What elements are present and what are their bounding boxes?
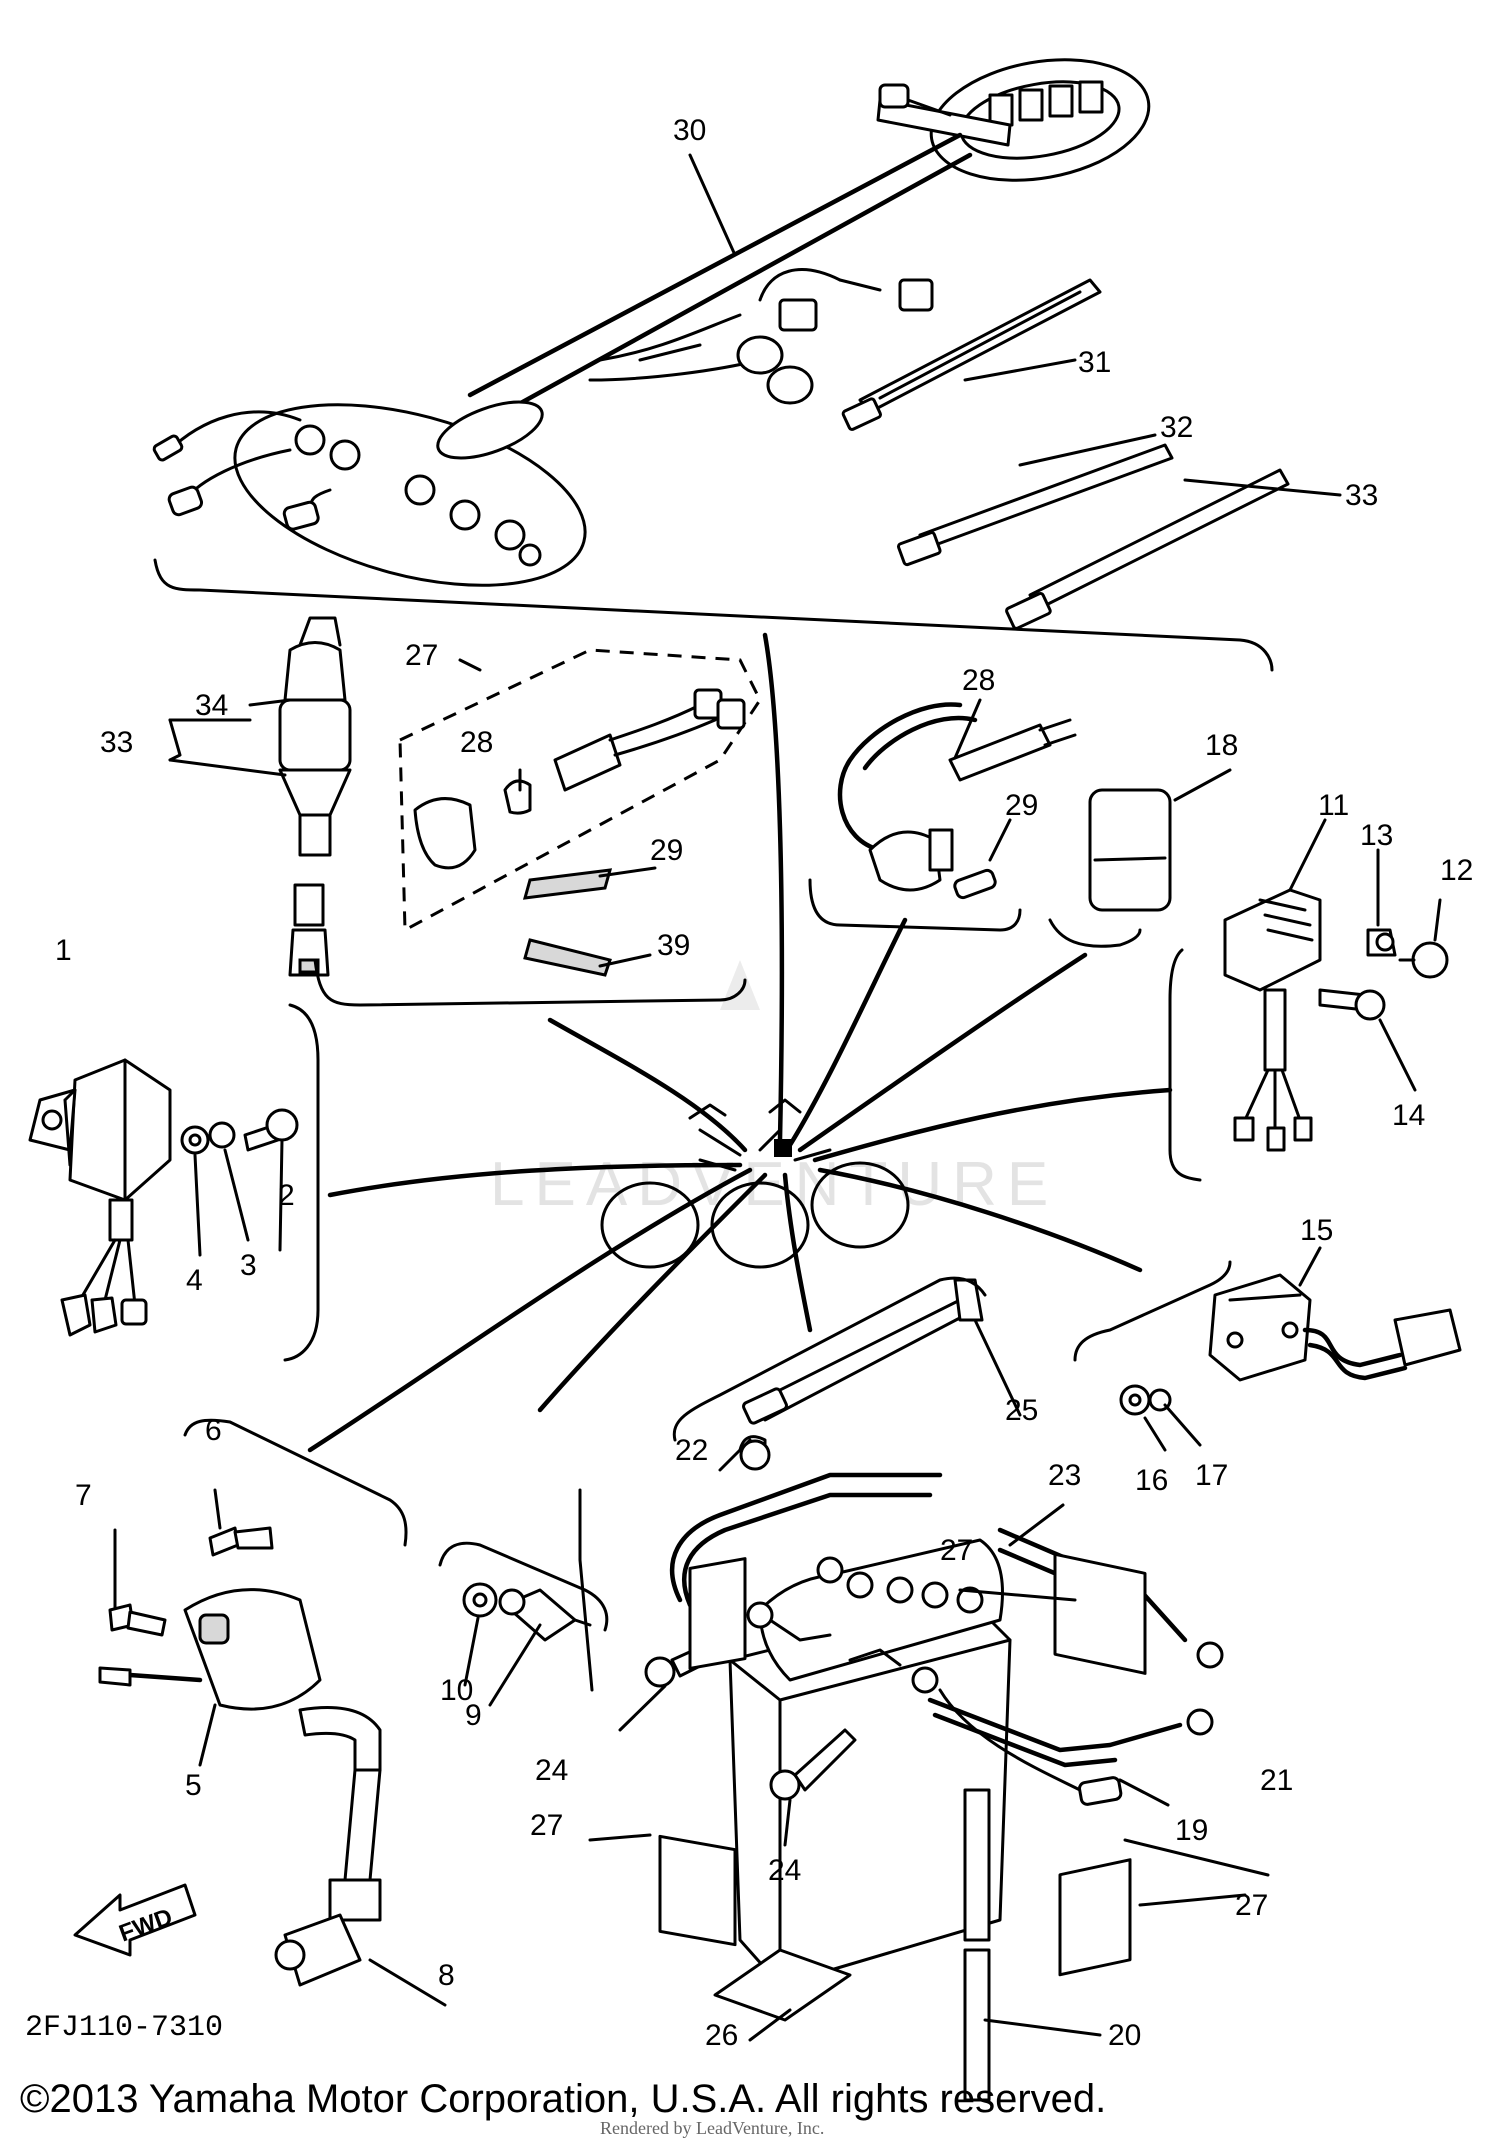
callout-36: 33 xyxy=(1345,479,1378,512)
callout-37: 33 xyxy=(100,726,133,759)
callout-5: 5 xyxy=(185,1769,202,1802)
callout-18: 18 xyxy=(1205,729,1238,762)
callout-22: 22 xyxy=(675,1434,708,1467)
callout-34: 31 xyxy=(1078,346,1111,379)
coil-bracket xyxy=(183,1418,408,1547)
battery-bolts xyxy=(644,1643,857,1801)
callout-28: 28 xyxy=(962,664,995,697)
fitting-bracket xyxy=(438,1541,609,1632)
harness-routing xyxy=(307,632,1173,1453)
callout-4: 4 xyxy=(186,1264,203,1297)
cdi-unit xyxy=(28,1058,299,1337)
callout-27b: 27 xyxy=(530,1809,563,1842)
callout-17: 17 xyxy=(1195,1459,1228,1492)
callout-19: 19 xyxy=(1175,1814,1208,1847)
callout-3: 3 xyxy=(240,1249,257,1282)
diagram-code: 2FJ110-7310 xyxy=(25,2011,223,2045)
callout-35: 32 xyxy=(1160,411,1193,444)
starter-relay-wire xyxy=(837,702,1077,900)
watermark: LEADVENTURE xyxy=(490,960,1048,1219)
relay-bracket-2 xyxy=(1073,1260,1232,1362)
cap-indicator-assembly xyxy=(398,648,762,977)
callout-38: 34 xyxy=(195,689,228,722)
battery-band xyxy=(742,1278,984,1425)
cable-ties xyxy=(841,278,1290,630)
cdi-bracket xyxy=(283,1003,320,1362)
callout-9: 9 xyxy=(465,1699,482,1732)
callout-15: 15 xyxy=(1300,1214,1333,1247)
callout-labels: 30 31 32 33 27 34 33 28 29 39 28 29 18 1… xyxy=(55,114,1473,2052)
main-switch xyxy=(278,616,352,977)
callout-6: 6 xyxy=(205,1414,222,1447)
band-bracket xyxy=(672,1276,987,1442)
relay-bracket xyxy=(808,878,1022,932)
regulator-bracket xyxy=(1168,948,1202,1182)
switch-bracket xyxy=(313,958,747,1007)
callout-32: 29 xyxy=(650,834,683,867)
copyright-text: ©2013 Yamaha Motor Corporation, U.S.A. A… xyxy=(20,2077,1106,2121)
rectifier-regulator xyxy=(1223,888,1449,1152)
fuse-bracket xyxy=(1048,918,1142,948)
callout-13: 13 xyxy=(1360,819,1393,852)
fwd-arrow-icon: FWD xyxy=(73,1883,197,1957)
callout-30: 27 xyxy=(405,639,438,672)
callout-16: 16 xyxy=(1135,1464,1168,1497)
battery xyxy=(728,1538,1012,1987)
leader-lines xyxy=(63,153,1442,2042)
ignition-coil xyxy=(98,1526,382,1987)
callout-20: 20 xyxy=(1108,2019,1141,2052)
callout-11: 11 xyxy=(1318,789,1349,822)
callout-33: 30 xyxy=(673,114,706,147)
callout-39: 39 xyxy=(657,929,690,962)
harness-bracket xyxy=(153,558,1274,672)
breather-pipe xyxy=(963,1788,991,2102)
callout-29: 29 xyxy=(1005,789,1038,822)
callout-21: 21 xyxy=(1260,1764,1293,1797)
central-junction xyxy=(600,1098,910,1269)
callout-14: 14 xyxy=(1392,1099,1425,1132)
render-credit: Rendered by LeadVenture, Inc. xyxy=(600,2118,824,2138)
callout-24b: 24 xyxy=(768,1854,801,1887)
callout-7: 7 xyxy=(75,1479,92,1512)
callout-25: 25 xyxy=(1005,1394,1038,1427)
wire-harness xyxy=(152,58,1151,587)
callout-24a: 24 xyxy=(535,1754,568,1787)
callout-12: 12 xyxy=(1440,854,1473,887)
callout-8: 8 xyxy=(438,1959,455,1992)
battery-pads xyxy=(658,1552,1147,2022)
fuse-holder xyxy=(1088,788,1172,912)
starter-relay xyxy=(1119,1273,1462,1416)
callout-2: 2 xyxy=(278,1179,295,1212)
callout-31: 28 xyxy=(460,726,493,759)
callout-27c: 27 xyxy=(1235,1889,1268,1922)
callout-1: 1 xyxy=(55,934,72,967)
callout-10: 10 xyxy=(440,1674,473,1707)
callout-23: 23 xyxy=(1048,1459,1081,1492)
callout-27a: 27 xyxy=(940,1534,973,1567)
fitting-and-washer xyxy=(462,1582,592,1642)
callout-26: 26 xyxy=(705,2019,738,2052)
